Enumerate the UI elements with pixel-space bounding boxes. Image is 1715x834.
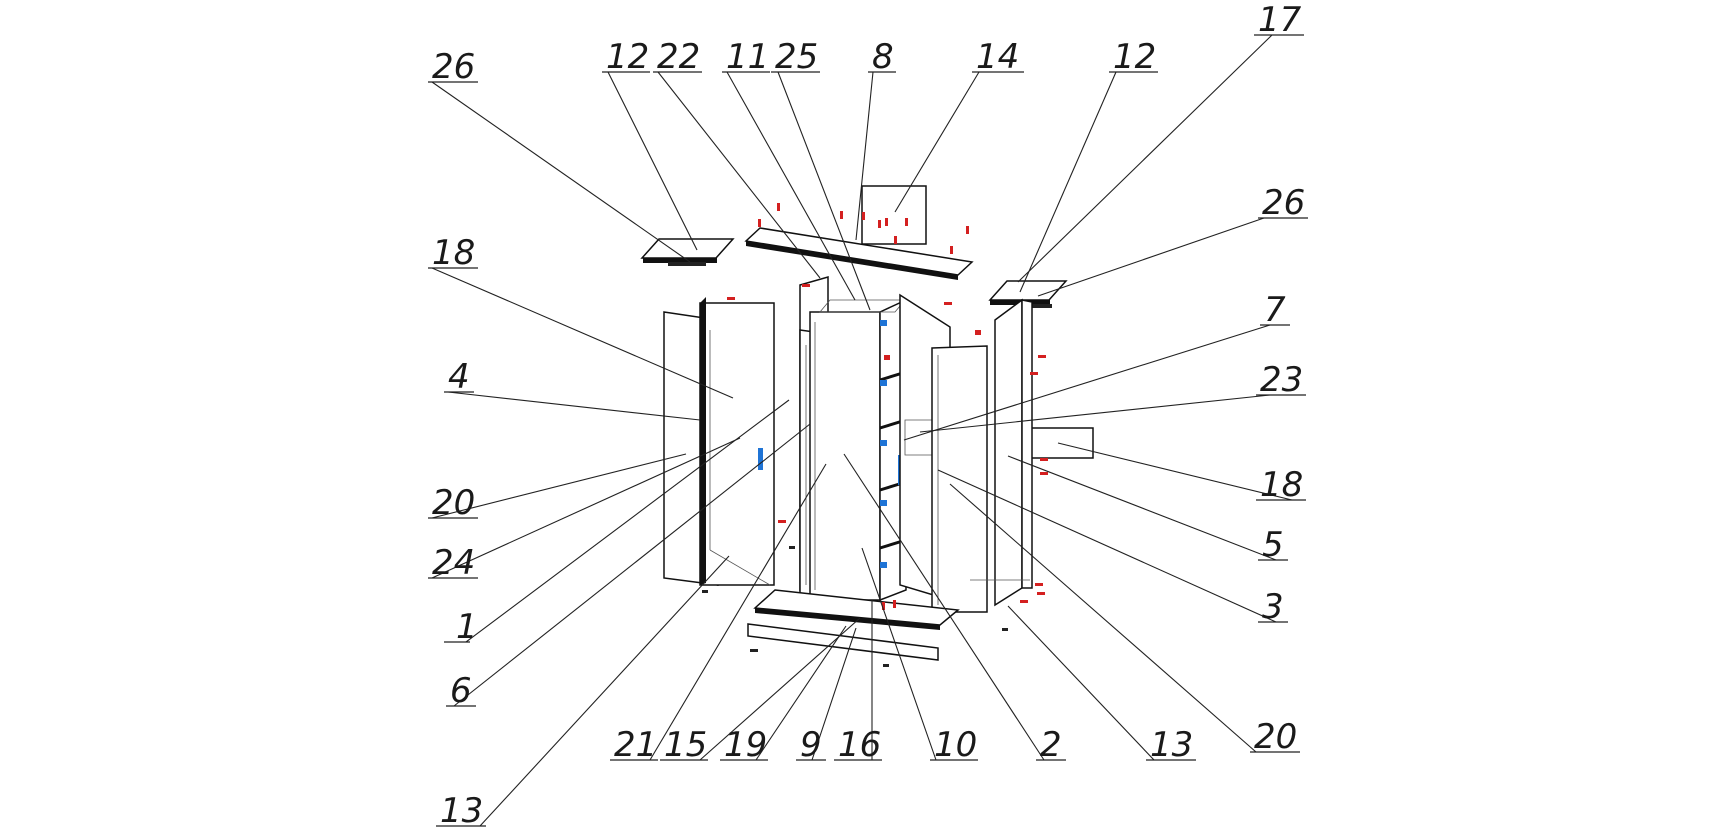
left-top-panel [640,238,735,266]
svg-text:13: 13 [1150,725,1193,765]
callout-20-right: 20 [1250,717,1300,757]
svg-text:17: 17 [1258,0,1302,40]
callout-12-right: 12 [1109,37,1158,77]
callout-10: 10 [930,725,978,765]
callout-25: 25 [771,37,820,77]
rear-small-panel [861,185,927,245]
callout-20-left: 20 [428,483,478,523]
svg-text:21: 21 [614,725,657,765]
svg-text:4: 4 [448,357,470,397]
svg-text:15: 15 [664,725,707,765]
assembly-parts [640,185,1094,667]
svg-text:20: 20 [432,483,475,523]
callout-11: 11 [722,37,770,77]
fasteners-red [727,203,1048,610]
callout-3: 3 [1258,587,1288,627]
svg-text:26: 26 [432,47,475,87]
callout-12-left: 12 [602,37,650,77]
callout-15: 15 [660,725,708,765]
leader-lines [431,34,1293,827]
callout-23: 23 [1256,360,1306,400]
center-cabinet [809,298,907,602]
callout-22: 22 [653,37,702,77]
fasteners-dark [702,546,1008,667]
plinth [747,623,939,661]
svg-text:10: 10 [934,725,977,765]
svg-text:12: 12 [606,37,649,77]
callout-17: 17 [1254,0,1304,40]
svg-text:11: 11 [726,37,769,77]
svg-text:1: 1 [456,607,478,647]
svg-text:25: 25 [775,37,818,77]
svg-text:16: 16 [838,725,881,765]
bottom-panel [753,589,960,630]
callout-5: 5 [1258,525,1288,565]
svg-text:12: 12 [1113,37,1156,77]
callout-26-left: 26 [428,47,478,87]
svg-text:23: 23 [1260,360,1303,400]
svg-text:22: 22 [657,37,700,77]
right-small-panel [1029,427,1094,459]
callout-6: 6 [446,671,476,711]
callout-24: 24 [428,543,478,583]
svg-text:2: 2 [1040,725,1062,765]
callout-19: 19 [720,725,768,765]
callout-18-right: 18 [1256,465,1306,505]
svg-text:18: 18 [1260,465,1303,505]
callout-9: 9 [796,725,826,765]
callout-14: 14 [972,37,1024,77]
callout-2: 2 [1036,725,1066,765]
svg-text:26: 26 [1262,183,1305,223]
svg-text:13: 13 [440,791,483,831]
svg-text:14: 14 [976,37,1019,77]
callout-1: 1 [444,607,478,647]
svg-text:6: 6 [450,671,472,711]
callout-labels: 26 12 22 11 25 8 14 12 [428,0,1308,831]
svg-text:3: 3 [1262,587,1284,627]
callout-16: 16 [834,725,882,765]
callout-18-left: 18 [428,233,478,273]
left-side-panel [699,297,775,586]
svg-text:5: 5 [1262,525,1284,565]
svg-text:9: 9 [800,725,822,765]
svg-text:18: 18 [432,233,475,273]
svg-text:20: 20 [1254,717,1297,757]
central-top-panel [744,227,974,280]
callout-7: 7 [1260,290,1290,330]
svg-text:7: 7 [1264,290,1286,330]
svg-text:24: 24 [432,543,475,583]
callout-13-right: 13 [1146,725,1196,765]
callout-26-right: 26 [1258,183,1308,223]
callout-8: 8 [868,37,896,77]
callout-13-left: 13 [436,791,486,831]
callout-21: 21 [610,725,658,765]
svg-text:8: 8 [872,37,894,77]
right-door [931,345,988,613]
callout-4: 4 [444,357,474,397]
svg-text:19: 19 [724,725,767,765]
